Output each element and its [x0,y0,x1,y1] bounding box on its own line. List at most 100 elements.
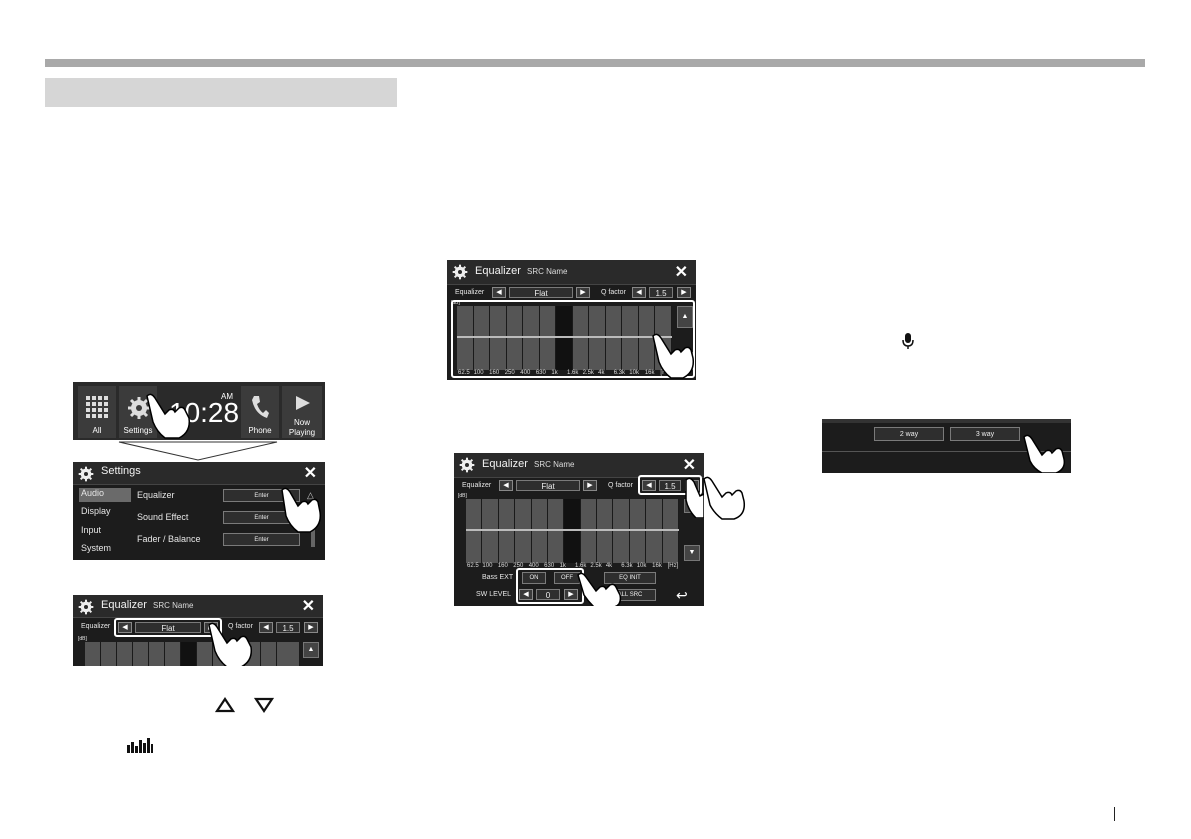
phone-button[interactable]: Phone [241,386,279,438]
eq-band[interactable] [556,306,573,370]
preset-next-button[interactable]: ▶ [576,287,590,298]
settings-item-sound-effect: Sound Effect [137,512,189,522]
eq-band[interactable] [490,306,507,370]
three-way-button[interactable]: 3 way [950,427,1020,441]
header-rule [45,59,1145,67]
db-label: [dB] [78,636,87,642]
eq-band[interactable] [482,499,499,563]
preset-next-button[interactable]: ▶ [583,480,597,491]
scroll-up-button[interactable]: ▲ [303,642,319,658]
q-next-button[interactable]: ▶ [677,287,691,298]
scroll-down-button[interactable]: ▼ [684,545,700,561]
bass-ext-on-button[interactable]: ON [522,572,546,584]
close-icon[interactable]: ✕ [301,598,315,615]
close-icon[interactable]: ✕ [682,457,696,474]
equalizer-enter-button[interactable]: Enter [223,489,300,502]
section-heading-box [45,78,397,107]
eq-ext-screen-shot: Equalizer SRC Name ✕ Equalizer ◀ Flat ▶ … [454,453,704,606]
sw-prev-button[interactable]: ◀ [519,589,533,600]
preset-prev-button[interactable]: ◀ [499,480,513,491]
q-prev-button[interactable]: ◀ [642,480,656,491]
eq-init-button[interactable]: EQ INIT [604,572,656,584]
close-icon[interactable]: ✕ [674,264,688,281]
tab-system[interactable]: System [81,543,112,553]
eq-band[interactable] [539,306,557,370]
scroll-up-button[interactable]: ▲ [677,306,693,328]
eq-band[interactable] [629,499,647,563]
now-playing-button[interactable]: Now Playing [282,386,322,438]
play-icon [296,396,310,410]
eq-band[interactable] [498,499,516,563]
preset-highlight [114,618,222,637]
tab-audio[interactable]: Audio [79,488,131,502]
freq-tick-label: 630 [535,370,546,376]
close-icon[interactable]: ✕ [303,465,317,482]
freq-tick-label: 250 [504,370,515,376]
eq-band[interactable] [466,499,483,563]
tapping-hand-icon [703,476,746,520]
eq-title: Equalizer [101,599,147,611]
back-icon[interactable]: ↩ [676,587,688,603]
settings-header: Settings ✕ [73,462,325,485]
eq-band[interactable] [523,306,540,370]
tab-display[interactable]: Display [81,506,111,516]
eq-band[interactable] [473,306,491,370]
freq-tick-label: 160 [497,563,508,569]
eq-ext-header: Equalizer SRC Name ✕ [454,453,704,478]
clock-ampm: AM [221,392,233,401]
eq-band[interactable] [515,499,532,563]
eq-small-header: Equalizer SRC Name ✕ [73,595,323,618]
eq-band[interactable] [597,499,614,563]
q-prev-button[interactable]: ◀ [259,622,273,633]
eq-band[interactable] [564,499,581,563]
preset-prev-button[interactable]: ◀ [492,287,506,298]
phone-label: Phone [248,426,272,435]
preset-prev-button[interactable]: ◀ [118,622,132,633]
q-prev-button[interactable]: ◀ [632,287,646,298]
gear-icon [452,264,468,280]
eq-band[interactable] [613,499,630,563]
scroll-up-icon[interactable]: △ [307,490,314,500]
freq-tick-label: 16k [644,370,655,376]
freq-tick-label: 160 [489,370,500,376]
bass-ext-label: Bass EXT [482,574,514,581]
tapping-hand-icon [1023,434,1066,473]
eq-band[interactable] [457,306,474,370]
q-value: 1.5 [276,622,300,633]
eq-band[interactable] [506,306,524,370]
preset-value: Flat [509,287,573,298]
freq-tick-label: 6.3k [621,563,633,569]
speaker-select-shot: 2 way 3 way ↩ [822,419,1071,473]
eq-band[interactable] [646,499,663,563]
freq-tick-label: 630 [544,563,555,569]
freq-tick-label: 10k [636,563,647,569]
sw-next-button[interactable]: ▶ [564,589,578,600]
eq-band[interactable] [589,306,606,370]
eq-title: Equalizer [482,458,528,470]
sw-level-label: SW LEVEL [476,591,512,598]
eq-band[interactable] [622,306,639,370]
eq-band[interactable] [605,306,623,370]
freq-tick-label: 16k [652,563,662,569]
src-name: SRC Name [527,267,568,276]
freq-tick-label: 4k [598,370,605,376]
eq-band[interactable] [531,499,548,563]
freq-tick-label: 10k [629,370,639,376]
eq-band[interactable] [547,499,565,563]
src-name: SRC Name [153,601,194,610]
eq-band[interactable] [580,499,598,563]
sw-value: 0 [536,589,560,600]
q-factor-label: Q factor [608,482,633,489]
eq-band[interactable] [572,306,590,370]
equalizer-icon [127,738,153,753]
two-way-button[interactable]: 2 way [874,427,944,441]
tapping-hand-icon [577,572,622,606]
q-next-button[interactable]: ▶ [304,622,318,633]
tapping-hand-icon [208,622,253,666]
all-button[interactable]: All [78,386,116,438]
freq-tick-label: 1k [559,563,566,569]
tab-input[interactable]: Input [81,525,102,535]
fader-enter-button[interactable]: Enter [223,533,300,546]
eq-band[interactable] [662,499,679,563]
freq-tick-label: 2.5k [590,563,602,569]
